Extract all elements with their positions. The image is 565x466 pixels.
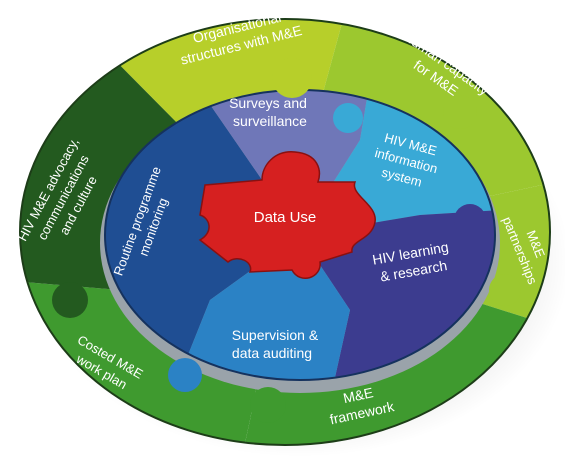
knob-framework bbox=[250, 387, 286, 423]
inner-label-surveys-1: Surveys and bbox=[229, 95, 307, 111]
inner-label-supervision-2: data auditing bbox=[232, 345, 312, 361]
knob-organisational bbox=[272, 58, 312, 98]
center-piece-shape bbox=[198, 151, 376, 280]
knob-advocacy bbox=[52, 282, 88, 318]
knob-supervision bbox=[168, 358, 202, 392]
knob-learning bbox=[454, 204, 486, 236]
inner-label-supervision-1: Supervision & bbox=[232, 327, 319, 343]
outer-ring-edge bbox=[19, 18, 551, 446]
knob-information-system bbox=[333, 103, 363, 133]
center-piece bbox=[198, 151, 376, 280]
inner-label-surveys-2: surveillance bbox=[233, 113, 307, 129]
knob-partnerships bbox=[489, 274, 521, 306]
knob-human-capacity bbox=[443, 95, 477, 129]
center-label: Data Use bbox=[254, 209, 317, 226]
inner-piece-routine-monitoring bbox=[105, 90, 300, 380]
outer-label-framework-1: M&E bbox=[342, 384, 375, 406]
